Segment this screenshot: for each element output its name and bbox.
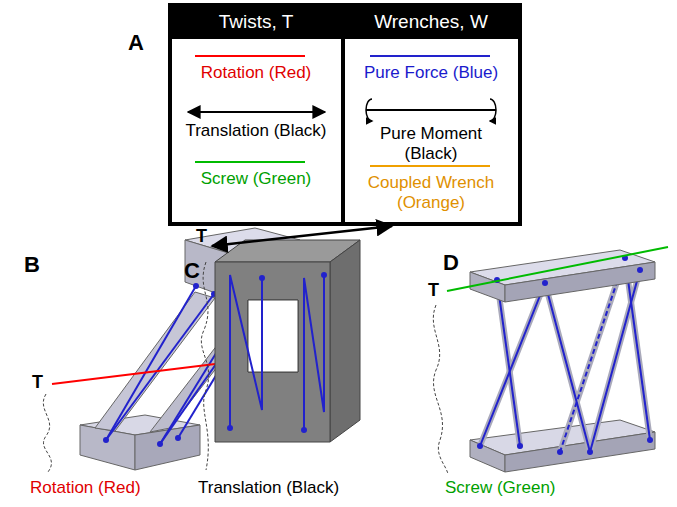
- twist-label: T: [428, 280, 439, 301]
- legend-text: Pure Moment (Black): [371, 124, 491, 163]
- legend-text: Coupled Wrench (Orange): [356, 173, 506, 212]
- translation-flexure: [201, 226, 392, 470]
- twist-label: T: [196, 226, 207, 247]
- twist-type-label: Rotation (Red): [30, 478, 141, 498]
- legend-text: Translation (Black): [174, 121, 339, 141]
- legend-table: [170, 5, 520, 224]
- twist-label: T: [32, 372, 43, 393]
- column-header: Twists, T: [219, 11, 294, 33]
- panel-letter: C: [184, 258, 200, 283]
- legend-text: Pure Force (Blue): [346, 63, 516, 83]
- legend-text: Screw (Green): [174, 169, 339, 189]
- column-header: Wrenches, W: [374, 11, 488, 33]
- panel-letter: B: [24, 252, 40, 277]
- twist-type-label: Translation (Black): [198, 478, 339, 498]
- panel-letter: D: [443, 250, 459, 275]
- twist-type-label: Screw (Green): [445, 478, 556, 498]
- panel-letter: A: [128, 30, 144, 55]
- screw-flexure: [433, 247, 668, 474]
- legend-text: Rotation (Red): [174, 63, 339, 83]
